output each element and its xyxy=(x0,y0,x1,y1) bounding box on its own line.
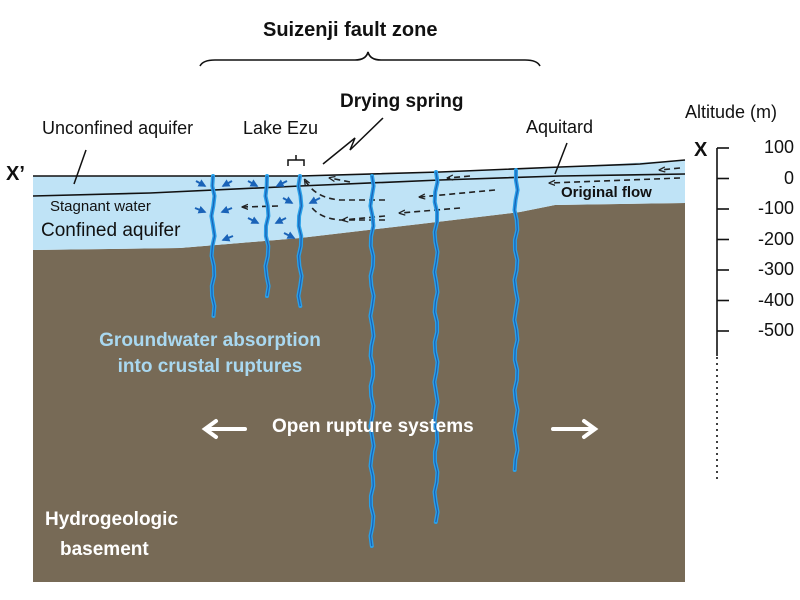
lake-ezu-label: Lake Ezu xyxy=(243,118,319,138)
altitude-tick-label: -400 xyxy=(757,289,794,310)
basement-line1: Hydrogeologic xyxy=(45,509,179,530)
ground-surface-line xyxy=(33,159,686,177)
rupture-core xyxy=(433,171,439,523)
unconfined-aquifer-label: Unconfined aquifer xyxy=(42,118,194,138)
drying-spring-leader xyxy=(322,117,384,165)
altitude-tick-label: -300 xyxy=(757,259,794,279)
x-prime-label: X’ xyxy=(6,163,25,185)
fault-zone-title: Suizenji fault zone xyxy=(263,19,438,41)
hydrogeologic-basement xyxy=(33,203,685,582)
groundwater-absorption-label: Groundwater absorption into crustal rupt… xyxy=(60,328,360,380)
aquitard-label: Aquitard xyxy=(526,117,594,137)
right-arrow-icon xyxy=(551,419,599,439)
rupture-core xyxy=(264,175,270,297)
rupture-core xyxy=(210,175,216,317)
unconfined-aquifer-leader xyxy=(73,149,87,185)
original-flow-label: Original flow xyxy=(561,184,652,201)
lake-ezu-marker xyxy=(287,155,305,166)
altitude-axis xyxy=(716,147,729,482)
altitude-tick-label: -200 xyxy=(757,228,794,249)
altitude-axis-title: Altitude (m) xyxy=(685,102,778,122)
altitude-tick-label: -500 xyxy=(757,320,794,340)
fault-zone-brace xyxy=(199,51,541,67)
inflow-arrows xyxy=(194,179,321,242)
stagnant-water-label: Stagnant water xyxy=(50,198,151,215)
x-label: X xyxy=(694,139,708,161)
open-rupture-systems-label: Open rupture systems xyxy=(272,416,474,437)
basement-line2: basement xyxy=(60,539,149,560)
aquitard-leader xyxy=(554,142,568,175)
rupture-systems xyxy=(209,168,520,548)
altitude-tick-label: 100 xyxy=(763,137,794,157)
hydrogeologic-basement-label: Hydrogeologic basement xyxy=(45,505,178,565)
left-arrow-icon xyxy=(201,419,247,439)
aquitard-line xyxy=(32,173,686,197)
groundwater-absorption-line2: into crustal ruptures xyxy=(117,356,303,377)
groundwater-absorption-line1: Groundwater absorption xyxy=(99,330,321,351)
flow-dashes xyxy=(243,168,681,220)
confined-aquifer-label: Confined aquifer xyxy=(41,220,181,241)
rupture-core xyxy=(513,169,519,471)
aquifer-layer xyxy=(33,160,685,250)
altitude-tick-label: 0 xyxy=(783,167,794,188)
altitude-tick-label: -100 xyxy=(757,198,794,218)
rupture-core xyxy=(369,175,375,547)
open-rupture-arrows xyxy=(201,419,599,439)
drying-spring-label: Drying spring xyxy=(340,91,464,112)
rupture-core xyxy=(297,175,303,307)
